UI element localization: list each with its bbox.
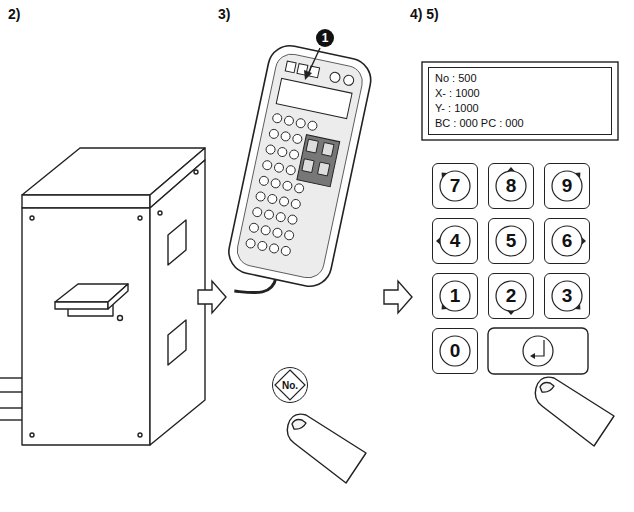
number-key: No. — [272, 367, 308, 403]
callout-number: 1 — [316, 29, 334, 47]
keypad-key: 4 — [432, 218, 478, 264]
key-label: 3 — [562, 285, 573, 307]
key-label: 5 — [506, 230, 517, 252]
key-label: 8 — [506, 175, 517, 197]
machine-housing — [0, 148, 205, 445]
display-line: BC : 000 PC : 000 — [435, 116, 524, 131]
keypad-key: 1 — [432, 273, 478, 319]
programmer — [221, 42, 375, 310]
keypad-key: 2 — [488, 273, 534, 319]
key-label: No. — [282, 380, 298, 391]
key-label: 4 — [450, 230, 461, 252]
display-line: X- : 1000 — [435, 86, 480, 101]
key-label: 2 — [506, 285, 517, 307]
display-line: Y- : 1000 — [435, 101, 479, 116]
step-number: 2) — [8, 6, 20, 22]
keypad-key: 6 — [544, 218, 590, 264]
keypad-key: 9 — [544, 163, 590, 209]
display-line: No : 500 — [435, 71, 477, 86]
keypad-key: 7 — [432, 163, 478, 209]
key-label: 6 — [562, 230, 573, 252]
key-label: 9 — [562, 175, 573, 197]
key-label: 0 — [450, 340, 461, 362]
keypad-key: 5 — [488, 218, 534, 264]
keypad-key: 8 — [488, 163, 534, 209]
step-number: 3) — [218, 6, 230, 22]
finger — [287, 377, 614, 483]
keypad-key: 3 — [544, 273, 590, 319]
key-label: 1 — [450, 285, 461, 307]
flow-arrow — [198, 281, 226, 313]
keypad-key: 0 — [432, 328, 478, 374]
key-label: 7 — [450, 175, 461, 197]
flow-arrow — [384, 281, 412, 313]
lcd-display: No : 500X- : 1000Y- : 1000BC : 000 PC : … — [428, 67, 612, 135]
step-number: 4) 5) — [410, 6, 439, 22]
